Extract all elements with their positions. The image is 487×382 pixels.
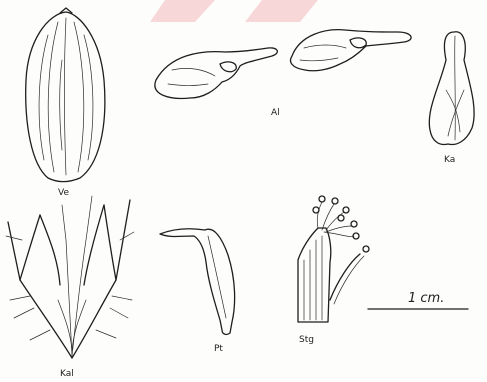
watermark <box>150 0 318 22</box>
vexillum-drawing <box>26 8 105 182</box>
calyx-drawing <box>6 196 134 358</box>
label-kal: Kal <box>60 369 74 379</box>
ala-left-drawing <box>155 48 277 99</box>
staminal-column-drawing <box>298 196 369 322</box>
label-pt: Pt <box>214 344 223 354</box>
anther <box>332 198 338 204</box>
label-stg: Stg <box>299 335 314 345</box>
ala-right-drawing <box>291 30 412 71</box>
free-stamen-anther <box>363 246 369 252</box>
carina-drawing <box>429 32 474 145</box>
anther <box>319 196 325 202</box>
scale-bar-label: 1 cm. <box>408 291 444 306</box>
anther <box>343 207 349 213</box>
label-al: Al <box>271 108 280 118</box>
label-ka: Ka <box>444 155 455 165</box>
anther <box>351 221 357 227</box>
pistil-drawing <box>160 229 235 335</box>
label-ve: Ve <box>58 188 69 198</box>
anther <box>338 215 344 221</box>
anther <box>313 207 319 213</box>
